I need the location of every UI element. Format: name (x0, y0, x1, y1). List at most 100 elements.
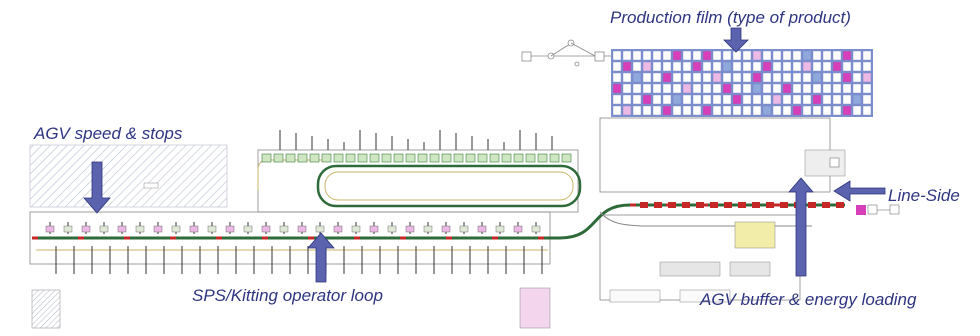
upper-station-box (441, 153, 452, 163)
station-box (153, 225, 163, 233)
film-cell (812, 50, 822, 61)
station-box (477, 225, 487, 233)
film-cell (742, 61, 752, 72)
film-cell (662, 72, 672, 83)
station-box (423, 225, 433, 233)
film-cell (642, 72, 652, 83)
arrow-line-side (833, 180, 886, 202)
film-cell (692, 105, 702, 116)
film-cell (632, 83, 642, 94)
film-cell (642, 105, 652, 116)
film-cell (782, 105, 792, 116)
main-agv-track (32, 159, 845, 251)
film-cell (632, 61, 642, 72)
film-cell (832, 94, 842, 105)
film-cell (742, 94, 752, 105)
film-cell (842, 61, 852, 72)
film-cell (782, 94, 792, 105)
film-cell (862, 83, 872, 94)
upper-station-box (429, 153, 440, 163)
film-cell (722, 105, 732, 116)
film-cell (732, 72, 742, 83)
film-cell (792, 83, 802, 94)
film-cell (822, 50, 832, 61)
upper-station-box (453, 153, 464, 163)
film-cell (772, 72, 782, 83)
film-cell (852, 72, 862, 83)
station-box (531, 225, 541, 233)
buffer-slot (682, 202, 690, 208)
arrow-agv-buffer (788, 177, 814, 277)
film-cell (732, 50, 742, 61)
film-cell (832, 50, 842, 61)
buffer-slot (808, 202, 816, 208)
film-cell (632, 94, 642, 105)
film-cell (632, 50, 642, 61)
film-cell (822, 61, 832, 72)
kitting-loop-label: SPS/Kitting operator loop (192, 286, 383, 305)
film-cell (802, 105, 812, 116)
upper-stations (261, 153, 572, 163)
film-cell (712, 83, 722, 94)
film-cell (662, 83, 672, 94)
film-cell (712, 94, 722, 105)
upper-station-box (525, 153, 536, 163)
film-cell (752, 50, 762, 61)
film-cell (752, 72, 762, 83)
film-cell (862, 94, 872, 105)
film-cell (842, 83, 852, 94)
station-box (81, 225, 91, 233)
film-cell (682, 83, 692, 94)
station-box (135, 225, 145, 233)
film-cell (662, 61, 672, 72)
station-box (279, 225, 289, 233)
buffer-slot (738, 202, 746, 208)
upper-station-box (489, 153, 500, 163)
upper-station-box (537, 153, 548, 163)
film-cell (622, 61, 632, 72)
film-cell (712, 61, 722, 72)
film-cell (822, 105, 832, 116)
film-cell (752, 61, 762, 72)
film-cell (612, 83, 622, 94)
production-film-label: Production film (type of product) (610, 8, 851, 27)
film-cell (702, 61, 712, 72)
film-cell (832, 72, 842, 83)
film-cell (662, 105, 672, 116)
film-cell (802, 50, 812, 61)
film-cell (692, 61, 702, 72)
film-cell (772, 94, 782, 105)
film-cell (832, 83, 842, 94)
film-cell (692, 72, 702, 83)
film-cell (732, 61, 742, 72)
film-cell (682, 61, 692, 72)
film-cell (782, 61, 792, 72)
production-film-grid (611, 49, 873, 117)
film-cell (622, 50, 632, 61)
station-box (495, 225, 505, 233)
upper-station-box (261, 153, 272, 163)
film-cell (822, 94, 832, 105)
upper-station-box (501, 153, 512, 163)
upper-station-box (309, 153, 320, 163)
film-cell (752, 94, 762, 105)
film-cell (652, 61, 662, 72)
station-box (63, 225, 73, 233)
station-box (207, 225, 217, 233)
line-side-label: Line-Side (888, 186, 960, 205)
callout-arrows (83, 27, 886, 283)
film-cell (762, 72, 772, 83)
film-cell (622, 72, 632, 83)
buffer-slot (836, 202, 844, 208)
film-cell (842, 94, 852, 105)
film-cell (672, 83, 682, 94)
upper-station-box (357, 153, 368, 163)
film-cell (792, 61, 802, 72)
station-box (405, 225, 415, 233)
film-cell (732, 83, 742, 94)
film-cell (742, 50, 752, 61)
film-cell (702, 105, 712, 116)
upper-station-box (321, 153, 332, 163)
film-cell (862, 105, 872, 116)
flow-network (521, 39, 612, 67)
